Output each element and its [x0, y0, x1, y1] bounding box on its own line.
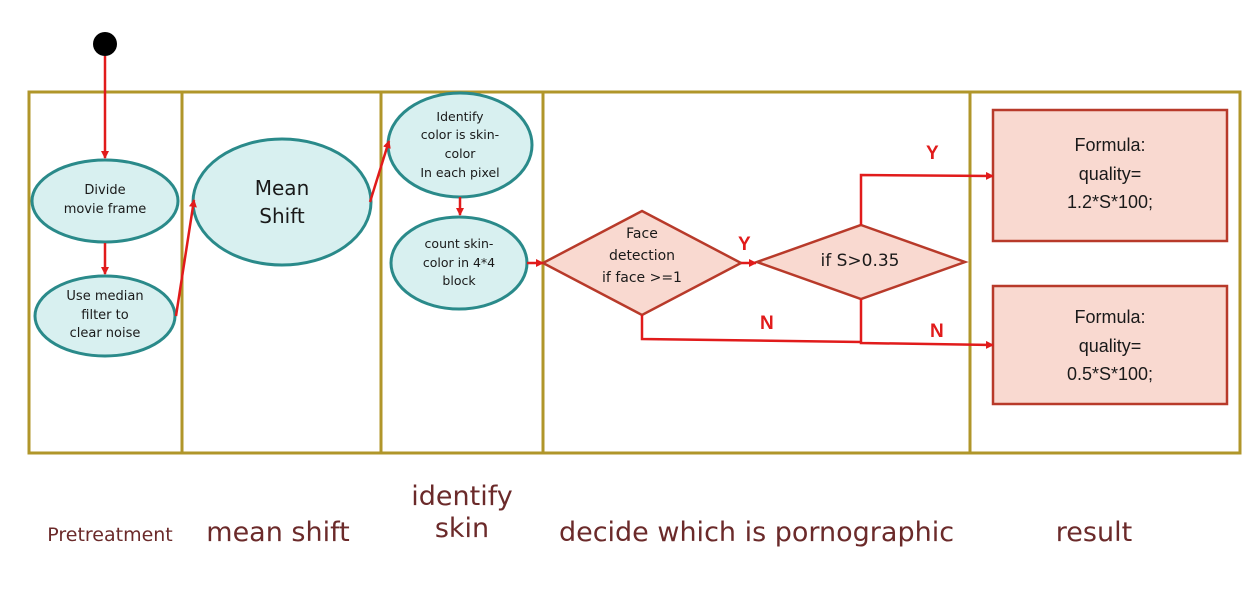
start-node	[93, 32, 117, 56]
lane-label-identify-skin: identify skin	[411, 481, 513, 545]
node-formula-high	[991, 108, 1229, 243]
node-mean-shift	[191, 137, 373, 267]
edge-label-face-yes: Y	[738, 234, 751, 255]
node-formula-low	[991, 284, 1229, 406]
edge-threshold-no	[859, 299, 994, 349]
lane-label-result: result	[1055, 517, 1133, 548]
edge-face-no	[640, 315, 862, 344]
node-threshold-diamond	[753, 223, 969, 301]
lane-result	[968, 90, 1242, 455]
edge-label-threshold-yes: Y	[926, 143, 939, 164]
lane-label-decide: decide which is pornographic	[558, 517, 955, 548]
node-face-detection-diamond	[540, 209, 744, 317]
swimlanes	[27, 90, 1242, 455]
lane-label-pretreatment: Pretreatment	[47, 524, 173, 546]
node-median-filter	[33, 274, 177, 358]
node-identify-skin-color	[386, 91, 534, 199]
edge-threshold-yes	[859, 171, 994, 225]
node-count-skin-color	[389, 215, 529, 311]
node-divide-frame	[30, 158, 180, 244]
edge-median-to-meanshift	[174, 199, 197, 317]
edge-label-face-no: N	[760, 313, 774, 334]
edge-label-threshold-no: N	[930, 321, 944, 342]
lane-label-mean-shift: mean shift	[206, 517, 350, 548]
edge-meanshift-to-identify	[368, 140, 391, 203]
